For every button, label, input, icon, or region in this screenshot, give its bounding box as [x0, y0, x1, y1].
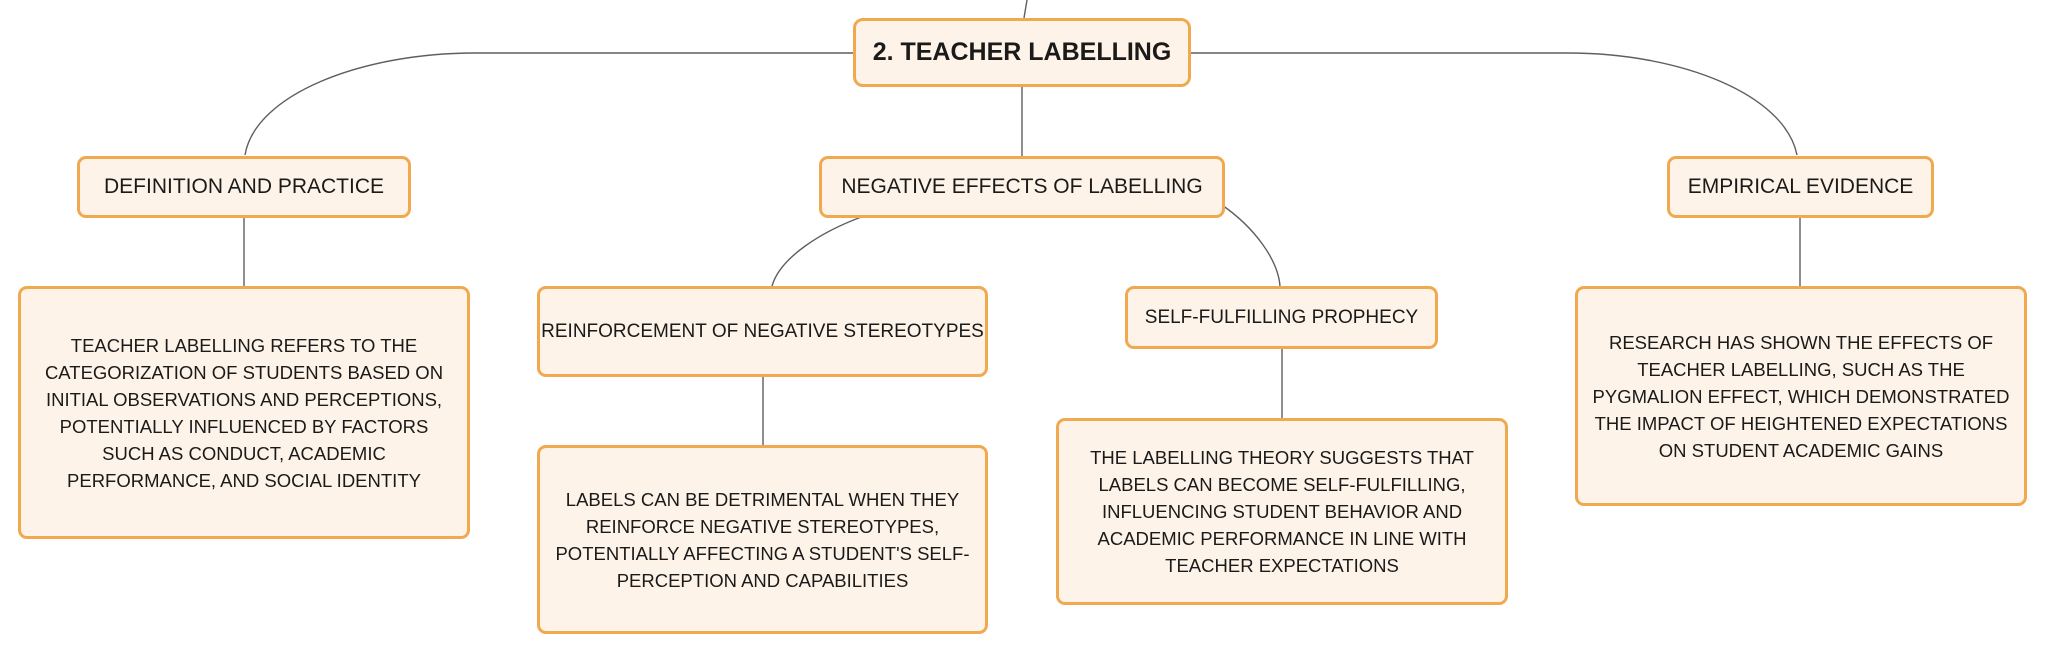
- subtopic-label: REINFORCEMENT OF NEGATIVE STEREOTYPES: [541, 320, 984, 342]
- detail-definition[interactable]: TEACHER LABELLING REFERS TO THE CATEGORI…: [18, 286, 470, 539]
- connector-negative-to-stereotypes: [771, 215, 865, 287]
- detail-text: TEACHER LABELLING REFERS TO THE CATEGORI…: [44, 334, 444, 491]
- connector-central-to-definition: [244, 52, 856, 156]
- detail-text: RESEARCH HAS SHOWN THE EFFECTS OF TEACHE…: [1592, 331, 2010, 461]
- central-topic-node[interactable]: 2. TEACHER LABELLING: [853, 18, 1191, 87]
- topic-negative-effects-of-labelling[interactable]: NEGATIVE EFFECTS OF LABELLING: [819, 156, 1225, 218]
- topic-label: DEFINITION AND PRACTICE: [103, 175, 385, 198]
- topic-label: EMPIRICAL EVIDENCE: [1687, 175, 1914, 198]
- topic-definition-and-practice[interactable]: DEFINITION AND PRACTICE: [77, 156, 411, 218]
- detail-text: THE LABELLING THEORY SUGGESTS THAT LABEL…: [1090, 447, 1474, 576]
- connector-central-to-empirical: [1189, 52, 1798, 156]
- topic-label: NEGATIVE EFFECTS OF LABELLING: [841, 175, 1203, 198]
- detail-empirical[interactable]: RESEARCH HAS SHOWN THE EFFECTS OF TEACHE…: [1575, 286, 2027, 506]
- central-topic-label: 2. TEACHER LABELLING: [872, 38, 1172, 66]
- detail-text: LABELS CAN BE DETRIMENTAL WHEN THEY REIN…: [555, 488, 970, 591]
- detail-prophecy[interactable]: THE LABELLING THEORY SUGGESTS THAT LABEL…: [1056, 418, 1508, 605]
- subtopic-label: SELF-FULFILLING PROPHECY: [1144, 306, 1419, 328]
- subtopic-reinforcement-of-negative-stereotypes[interactable]: REINFORCEMENT OF NEGATIVE STEREOTYPES: [537, 286, 988, 377]
- connector-parent-to-central: [1023, 0, 1028, 19]
- detail-stereotypes[interactable]: LABELS CAN BE DETRIMENTAL WHEN THEY REIN…: [537, 445, 988, 634]
- connector-negative-to-prophecy: [1221, 204, 1281, 287]
- subtopic-self-fulfilling-prophecy[interactable]: SELF-FULFILLING PROPHECY: [1125, 286, 1438, 349]
- topic-empirical-evidence[interactable]: EMPIRICAL EVIDENCE: [1667, 156, 1934, 218]
